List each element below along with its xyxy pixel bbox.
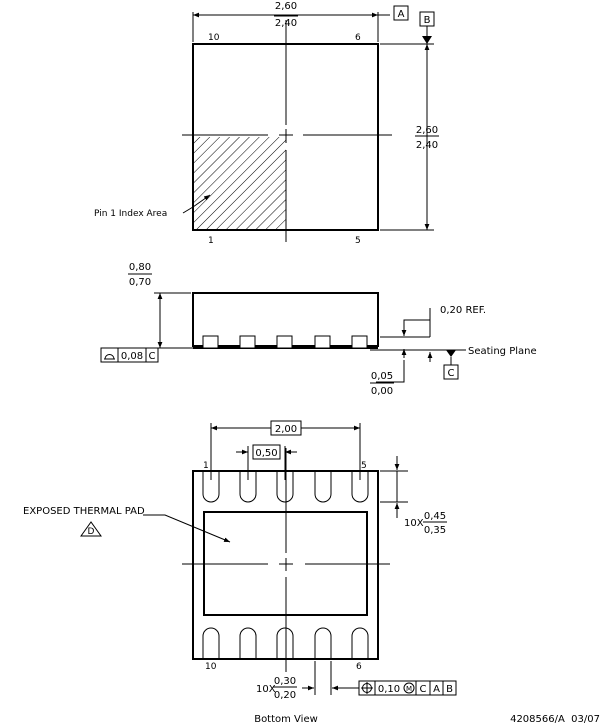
side-view: 0,80 0,70 0,08 C 0,20 REF. Seating Plane… [100,262,537,397]
top-view: 2,60 2,40 A B 2,60 2,40 10 6 1 5 Pin 1 I… [94,1,439,246]
pin-number-top-5: 5 [355,236,361,246]
bottom-lead-bottom [351,627,369,659]
position-tolerance-value: 0,10 [378,684,400,695]
note-d-triangle [80,521,102,537]
pin-number-top-10: 10 [208,33,220,43]
span-value: 2,00 [275,424,297,435]
position-datum-1: C [420,684,427,695]
side-lead [239,335,256,349]
bottom-lead-top [351,471,369,503]
mmc-letter: M [406,685,412,693]
top-height-min: 2,40 [416,140,438,151]
top-width-min: 2,40 [275,18,297,29]
pin-number-top-6: 6 [355,33,361,43]
datum-a-label: A [398,9,405,20]
flatness-frame [100,347,159,363]
bottom-lead-bottom [314,627,332,659]
datum-c-box [443,364,459,380]
pin-number-bottom-1: 1 [203,461,209,471]
bottom-lead-bottom [276,627,294,659]
lead-thickness-ref: 0,20 REF. [440,305,486,316]
profile-surface-icon [104,354,115,360]
span-basic-box [270,420,302,436]
note-d-letter: D [88,527,95,537]
side-height-max: 0,80 [129,262,151,273]
top-height-max: 2,60 [416,125,438,136]
side-lead [202,335,219,349]
pin-number-bottom-6: 6 [356,662,362,672]
bottom-lead-top [239,471,257,503]
pin-number-bottom-5: 5 [361,461,367,471]
thermal-pad-label: EXPOSED THERMAL PAD [23,506,145,517]
bottom-view-title: Bottom View [254,714,318,725]
pin-number-top-1: 1 [208,236,214,246]
bottom-lead-bottom [239,627,257,659]
bottom-lead-bottom [202,627,220,659]
flatness-datum: C [149,351,156,362]
lead-width-min: 0,20 [274,690,296,701]
pitch-value: 0,50 [255,448,277,459]
bottom-view: 2,00 0,50 1 5 10 6 10X 0,45 0,35 EXPOSED… [23,420,457,725]
drawing-number: 4208566/A 03/07 [510,714,600,725]
lead-width-count: 10X [256,684,276,695]
flatness-value: 0,08 [121,351,143,362]
standoff-min: 0,00 [371,386,393,397]
position-datum-2: A [433,684,440,695]
side-lead [351,335,368,349]
datum-b-label: B [424,15,431,26]
bottom-lead-top [314,471,332,503]
pin1-index-hatch [193,137,286,230]
bottom-lead-top [202,471,220,503]
side-lead [276,335,293,349]
lead-width-max: 0,30 [274,676,296,687]
datum-c-label: C [448,368,455,379]
pin1-index-label: Pin 1 Index Area [94,209,167,219]
bottom-lead-top [276,471,294,503]
side-lead [314,335,331,349]
top-width-max: 2,60 [275,1,297,12]
standoff-max: 0,05 [371,371,393,382]
position-datum-3: B [446,684,453,695]
lead-length-count: 10X [404,518,424,529]
datum-a-box [393,5,409,21]
lead-length-max: 0,45 [424,511,446,522]
seating-plane-label: Seating Plane [468,346,537,357]
mmc-icon [403,682,415,694]
pin-number-bottom-10: 10 [205,662,217,672]
pitch-basic-box [252,444,281,460]
lead-length-min: 0,35 [424,525,446,536]
side-height-min: 0,70 [129,277,151,288]
